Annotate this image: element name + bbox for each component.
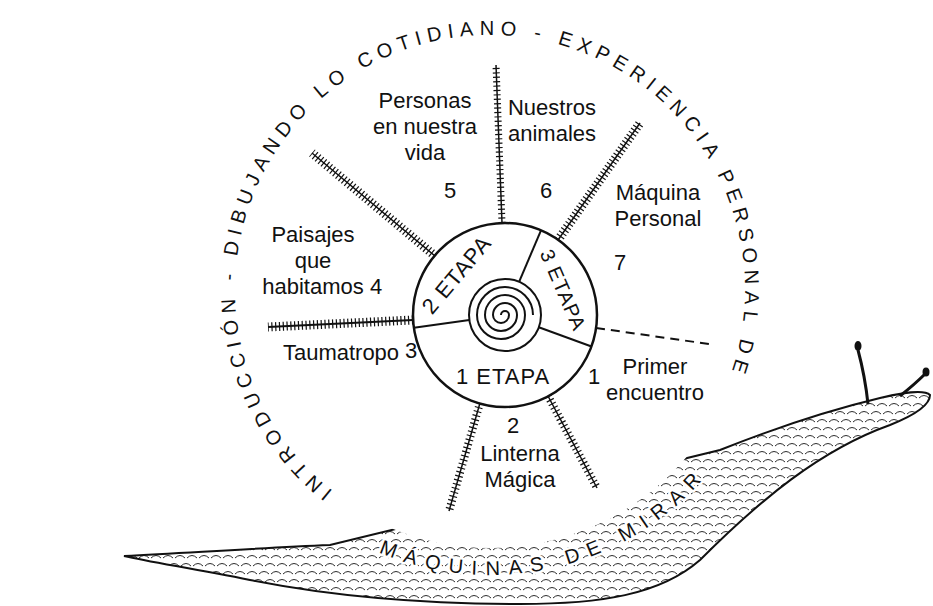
sector-title: Personas en nuestra vida [369, 88, 481, 166]
sector-number: 1 [588, 364, 600, 390]
stage-label: 2 ETAPA [417, 231, 496, 319]
spoke-hatch [496, 65, 502, 223]
tentacle-tip [855, 341, 862, 351]
shell-spiral [477, 287, 533, 339]
snail-tentacle [900, 374, 925, 396]
spiral-ring [469, 279, 541, 351]
sector-title: Primer encuentro [604, 354, 706, 406]
shell-ground [232, 32, 748, 548]
spoke [268, 320, 413, 327]
sector-number: 7 [614, 250, 626, 276]
stage-divider [539, 327, 592, 346]
sector-region: 2Linterna Mágica [474, 410, 566, 496]
sector-title: Paisajes que habitamos [260, 222, 366, 300]
sector-region: 1Primer encuentro [585, 351, 709, 409]
sector-title: Taumatropo [281, 340, 401, 366]
sector-title: Nuestros animales [505, 95, 599, 147]
sector-region: 3Taumatropo [278, 335, 420, 369]
stage-region: 1 ETAPA [452, 363, 554, 391]
snail-tentacle [858, 350, 868, 404]
text-guide [235, 35, 745, 491]
sector-title: Linterna Mágica [477, 441, 563, 493]
sector-region: 5 Personas en nuestra vida [366, 85, 484, 207]
sector-region: 4Paisajes que habitamos [257, 219, 385, 303]
spoke [496, 65, 502, 223]
stage-region: 3 ETAPA [532, 242, 593, 339]
sector-number: 6 [540, 178, 552, 204]
sector-number: 2 [507, 413, 519, 439]
spoke [449, 403, 480, 511]
stage-divider [414, 320, 470, 328]
spoke-dashed [596, 328, 709, 344]
arc-label: INTRODUCCIÓN - DIBUJANDO LO COTIDIANO - … [217, 17, 763, 505]
stage-label: 1 ETAPA [456, 365, 550, 389]
sector-number: 3 [405, 338, 417, 364]
stage-ring [413, 223, 597, 407]
tentacle-tip [923, 368, 930, 377]
stage-region: 2 ETAPA [413, 227, 500, 323]
stage-label: 3 ETAPA [536, 246, 591, 334]
spoke-hatch [268, 320, 413, 327]
spoke-hatch [449, 403, 480, 511]
sector-region: 6 Nuestros animales [502, 92, 602, 207]
sector-number: 4 [370, 274, 382, 300]
sector-region: 7 Máquina Personal [609, 177, 707, 279]
sector-title: Máquina Personal [612, 180, 704, 232]
sector-number: 5 [444, 178, 456, 204]
